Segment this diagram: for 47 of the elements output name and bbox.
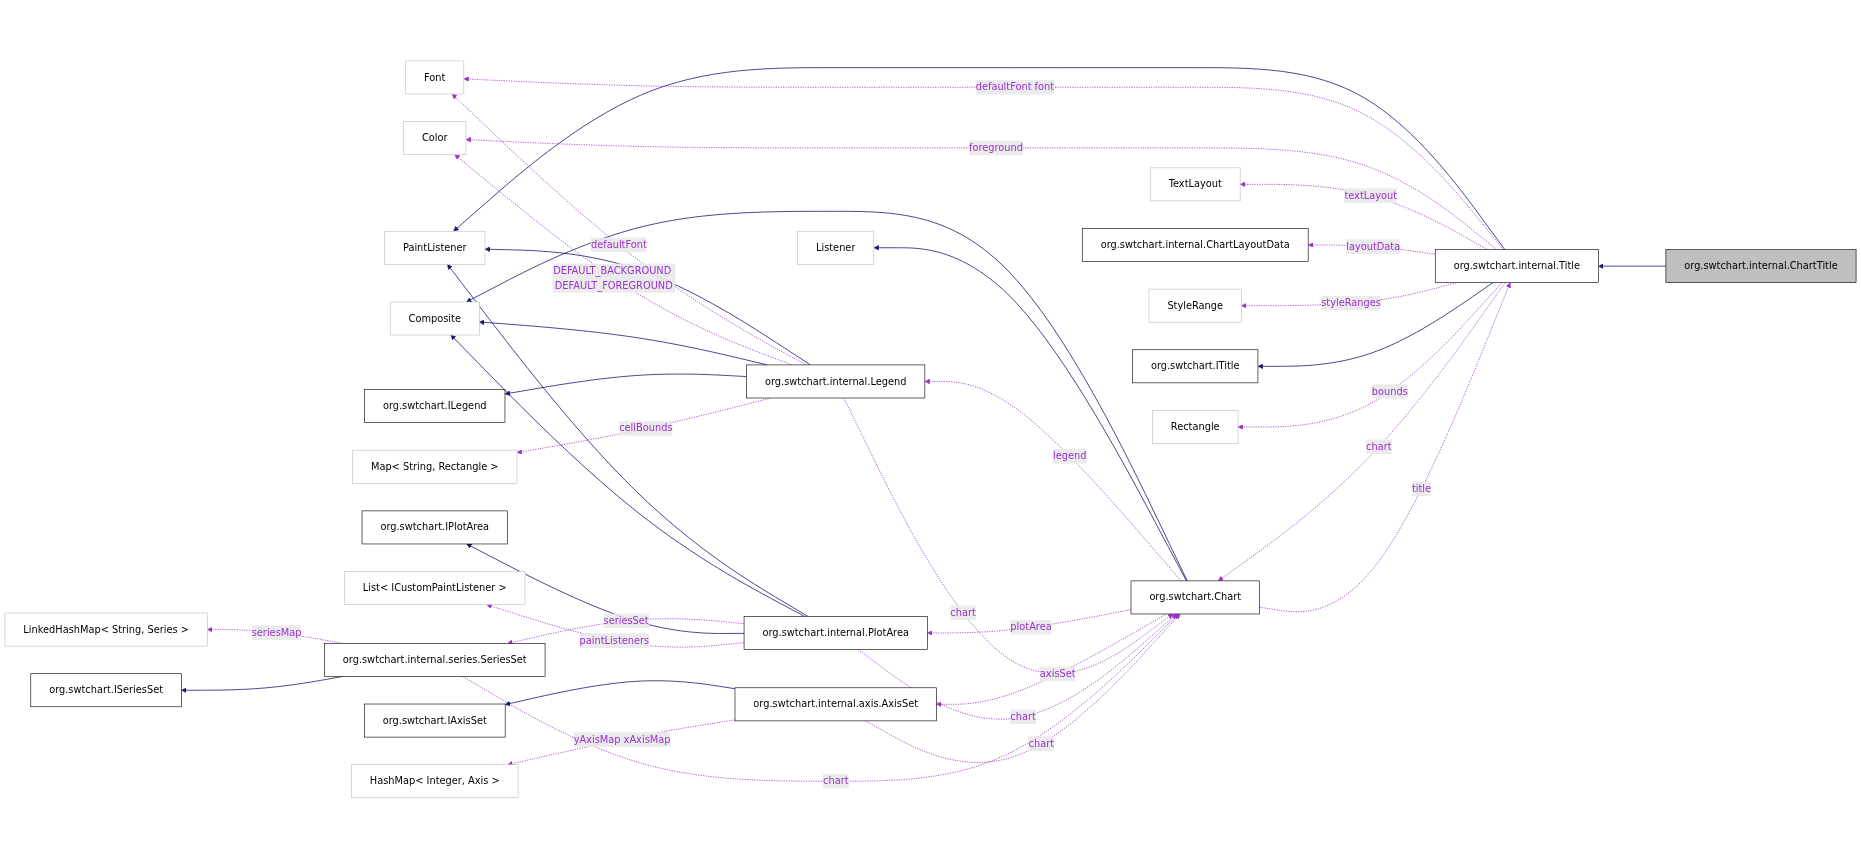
edge-label: seriesMap (251, 626, 302, 639)
edge-label: foreground (969, 141, 1023, 154)
edge-label: chart (1028, 737, 1055, 750)
node-box: Font (405, 60, 465, 95)
node-box: Color (403, 121, 467, 156)
edge-label: defaultFont font (975, 81, 1055, 93)
edge-label: paintListeners (579, 634, 650, 647)
node-box: org.swtchart.internal.series.SeriesSet (324, 643, 546, 677)
node-box: Rectangle (1152, 410, 1239, 444)
node-box: List< ICustomPaintListener > (344, 571, 526, 606)
edge-label: DEFAULT_BACKGROUND DEFAULT_FOREGROUND (553, 264, 673, 292)
edge-label: chart (950, 606, 976, 619)
edge-label: chart (1010, 710, 1036, 723)
node-box: org.swtchart.IAxisSet (364, 703, 506, 738)
edge-label: styleRanges (1321, 297, 1381, 309)
node-box: org.swtchart.ITitle (1132, 349, 1259, 384)
node-box: org.swtchart.internal.PlotArea (743, 616, 928, 650)
node-box: org.swtchart.internal.axis.AxisSet (734, 687, 937, 722)
edge-label: cellBounds (619, 422, 673, 435)
node-box: HashMap< Integer, Axis > (351, 764, 519, 799)
edge-label: defaultFont (590, 238, 647, 251)
node-box: org.swtchart.internal.Title (1434, 249, 1599, 284)
edge-label: plotArea (1010, 621, 1052, 633)
node-box: org.swtchart.ILegend (364, 389, 506, 424)
edge-label: bounds (1371, 385, 1408, 398)
edge-label: chart (1366, 440, 1392, 453)
node-box: LinkedHashMap< String, Series > (4, 612, 208, 647)
edge-label: legend (1053, 450, 1087, 463)
edge-label: layoutData (1346, 240, 1401, 253)
node-box: PaintListener (384, 231, 486, 265)
node-box: org.swtchart.internal.ChartTitle (1665, 249, 1857, 284)
node-box: StyleRange (1148, 288, 1242, 323)
node-box: org.swtchart.internal.Legend (746, 364, 926, 399)
node-box: Listener (797, 231, 875, 265)
node-box: TextLayout (1149, 167, 1241, 202)
edge-label: seriesSet (603, 614, 649, 627)
node-box: Composite (389, 301, 480, 336)
node-box: org.swtchart.internal.ChartLayoutData (1081, 228, 1309, 262)
edge-label: yAxisMap xAxisMap (573, 733, 671, 746)
edge-label: axisSet (1039, 667, 1076, 680)
edge-label: title (1411, 482, 1432, 495)
node-box: org.swtchart.ISeriesSet (30, 673, 182, 708)
edge-label: textLayout (1344, 189, 1398, 202)
node-box: Map< String, Rectangle > (352, 450, 518, 484)
edge-label: chart (823, 775, 849, 787)
node-box: org.swtchart.IPlotArea (361, 510, 508, 545)
node-box: org.swtchart.Chart (1130, 580, 1260, 615)
